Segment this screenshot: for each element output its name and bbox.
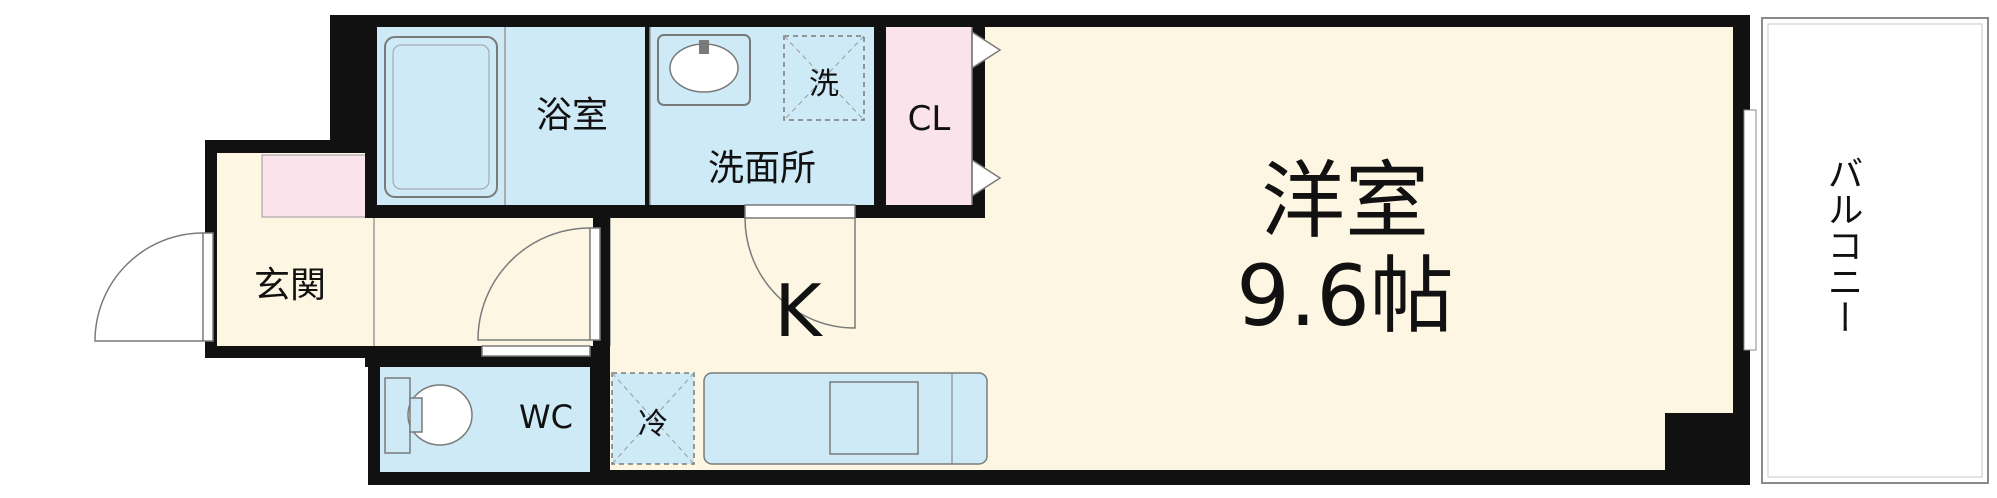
toilet-bowl — [407, 384, 473, 446]
kitchen-counter — [703, 372, 988, 465]
toilet-seat — [409, 397, 423, 433]
balcony-window — [1743, 109, 1757, 351]
entrance-door-arc — [94, 232, 204, 342]
washroom-door-frame — [744, 204, 856, 219]
balcony — [1743, 17, 1989, 484]
entrance-shoe-cabinet — [261, 154, 367, 218]
toilet-fixture — [384, 377, 473, 454]
labels: 洋室 9.6帖 K 浴室 洗面所 CL 玄関 WC 洗 冷 バルコニー — [254, 67, 1863, 442]
washing-machine-label: 洗 — [809, 67, 839, 102]
refrigerator-space — [611, 372, 695, 465]
washroom-door-arc — [744, 217, 856, 329]
bathtub — [384, 36, 498, 198]
entrance-label: 玄関 — [254, 265, 326, 306]
kitchen-label: K — [774, 269, 823, 353]
balcony-inner-outline — [1767, 23, 1983, 478]
kitchen-sink — [829, 381, 919, 455]
toilet-door-frame — [481, 345, 591, 357]
hall-door-frame — [589, 227, 601, 341]
bathtub-outer — [384, 36, 498, 198]
closet-label: CL — [908, 99, 951, 139]
closet-doors — [971, 27, 1002, 205]
refrigerator-label: 冷 — [638, 407, 668, 442]
toilet-tank — [384, 377, 411, 454]
washroom-label: 洗面所 — [708, 148, 816, 189]
entrance-door-frame — [202, 232, 214, 342]
toilet-label: WC — [519, 398, 573, 436]
washing-machine-space — [783, 35, 865, 121]
wash-basin — [657, 34, 751, 106]
western-room-label: 洋室 — [1261, 152, 1429, 250]
bathtub-inner — [392, 44, 490, 190]
doors — [94, 204, 856, 357]
balcony-label: バルコニー — [1822, 155, 1863, 335]
basin-faucet — [699, 40, 709, 54]
western-room-size-label: 9.6帖 — [1236, 247, 1454, 345]
bathroom-label: 浴室 — [536, 95, 608, 136]
hall-door-arc — [477, 227, 591, 341]
closet-floor — [886, 27, 972, 205]
balcony-outline — [1761, 17, 1989, 484]
